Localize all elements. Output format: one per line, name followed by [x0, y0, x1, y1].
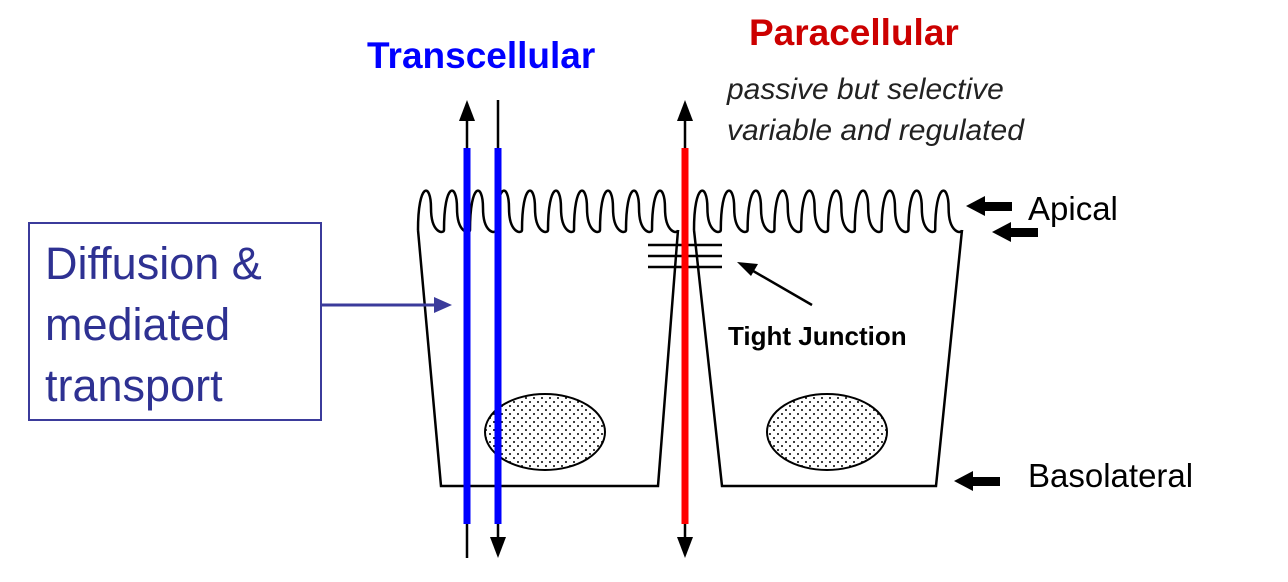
right-cell-microvilli: [692, 189, 964, 234]
apical-arrows: [966, 196, 1038, 242]
basolateral-label: Basolateral: [1028, 457, 1193, 494]
transcellular-label: Transcellular: [367, 35, 595, 76]
transcellular-path-up: [459, 100, 475, 558]
transcellular-path-down: [490, 100, 506, 558]
paracellular-note-line-2: variable and regulated: [727, 114, 1025, 147]
tight-junction-label: Tight Junction: [728, 321, 907, 351]
callout-arrow: [322, 297, 452, 313]
apical-label: Apical: [1028, 190, 1118, 227]
basolateral-arrow: [954, 471, 1000, 491]
left-cell-nucleus: [484, 393, 606, 471]
callout-line-3: transport: [45, 360, 223, 411]
tight-junction-pointer: [737, 262, 813, 307]
callout-line-1: Diffusion &: [45, 238, 262, 289]
right-cell-outline: [692, 229, 964, 488]
paracellular-path: [677, 100, 693, 558]
left-cell-outline: [416, 229, 680, 488]
callout-line-2: mediated: [45, 299, 230, 350]
paracellular-note-line-1: passive but selective: [726, 73, 1004, 106]
left-cell-microvilli: [416, 189, 680, 234]
callout-box: [28, 222, 322, 421]
paracellular-label: Paracellular: [749, 12, 959, 53]
right-cell-nucleus: [766, 393, 888, 471]
